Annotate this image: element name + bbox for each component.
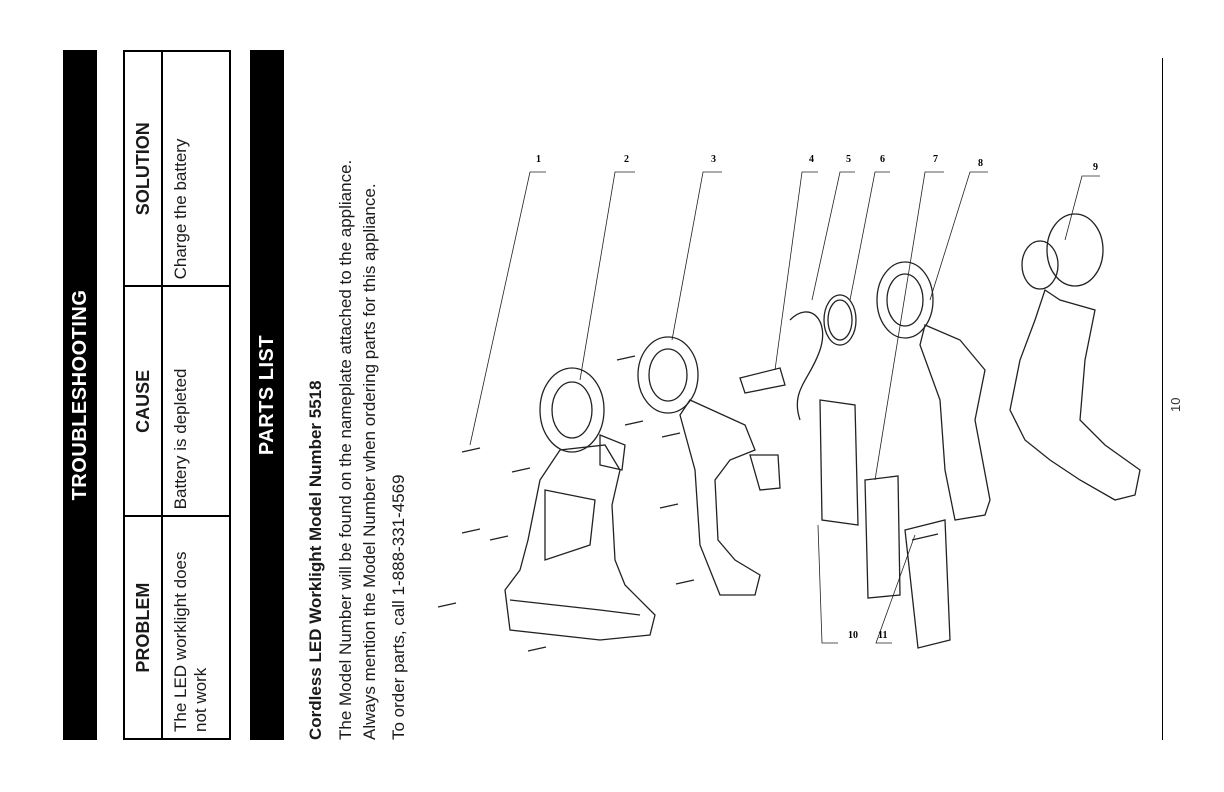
footer-rule: [1162, 58, 1163, 740]
callout-1: 1: [536, 154, 541, 165]
troubleshooting-heading: TROUBLESHOOTING: [63, 50, 97, 740]
screw-set: [437, 355, 695, 652]
cell-problem: The LED worklight does not work: [162, 516, 230, 739]
part-5-lens-ring: [823, 294, 857, 346]
model-heading: Cordless LED Worklight Model Number 5518: [306, 380, 325, 740]
part-3-cover-half: [637, 336, 761, 596]
part-9-rear-housing: [1009, 213, 1141, 501]
order-phone-line: To order parts, call 1-888-331-4569: [389, 474, 408, 740]
callout-8: 8: [978, 158, 983, 169]
table-row: The LED worklight does not work Battery …: [162, 51, 230, 739]
part-10-led-board: [819, 399, 859, 526]
ordering-note: Always mention the Model Number when ord…: [360, 183, 379, 740]
model-number-note: The Model Number will be found on the na…: [336, 159, 355, 740]
callout-9: 9: [1093, 162, 1098, 173]
callout-5: 5: [846, 154, 851, 165]
cell-solution: Charge the battery: [162, 51, 230, 287]
column-header-cause: CAUSE: [124, 286, 162, 517]
callout-6: 6: [880, 154, 885, 165]
callout-7: 7: [933, 154, 938, 165]
parts-list-heading: PARTS LIST: [250, 50, 284, 740]
callout-10: 10: [848, 630, 858, 641]
part-8-front-housing: [876, 261, 991, 521]
part-11-reflector-grid: [864, 475, 901, 599]
table-header-row: PROBLEM CAUSE SOLUTION: [124, 51, 162, 739]
page-number: 10: [1168, 397, 1183, 412]
part-7-battery-door: [904, 519, 951, 649]
column-header-solution: SOLUTION: [124, 51, 162, 287]
callout-3: 3: [711, 154, 716, 165]
column-header-problem: PROBLEM: [124, 516, 162, 739]
cell-cause: Battery is depleted: [162, 286, 230, 517]
callout-2: 2: [624, 154, 629, 165]
troubleshooting-table: PROBLEM CAUSE SOLUTION The LED worklight…: [123, 50, 231, 740]
callout-11: 11: [878, 630, 887, 641]
part-4-switch: [739, 311, 824, 491]
part-2-handle-housing: [504, 367, 656, 641]
callout-4: 4: [809, 154, 814, 165]
